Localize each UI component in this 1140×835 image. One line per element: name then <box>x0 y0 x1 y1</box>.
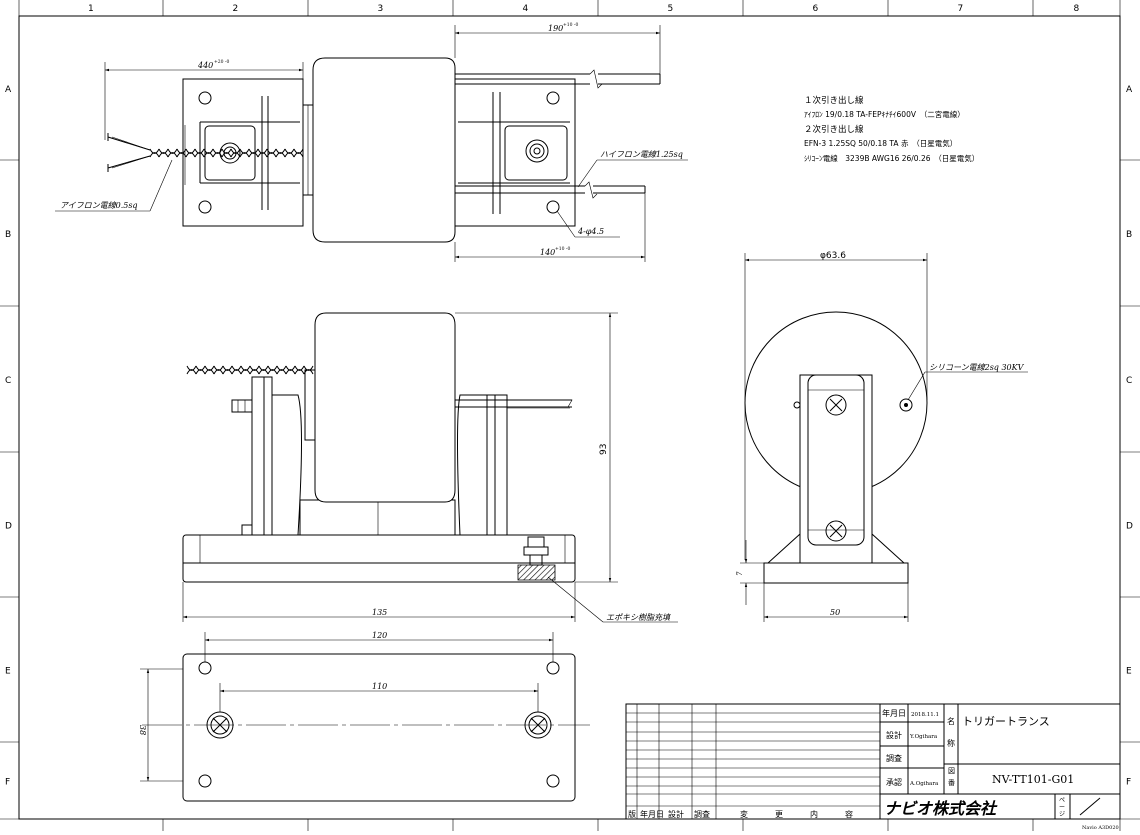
mount-hole <box>198 200 212 214</box>
mount-hole <box>198 661 212 675</box>
coil-body-top <box>312 57 456 243</box>
callout-epoxy: エポキシ樹脂充填 <box>606 613 671 622</box>
note-secondary-heading: ２次引き出し線 <box>804 124 864 135</box>
title-block: 版年月日設計調査変更内容 年月日 2018.11.1 設計 Y.Ogihara … <box>625 703 1121 820</box>
mount-hole <box>198 774 212 788</box>
callout-wire-right: ハイフロン電線1.25sq <box>600 150 683 159</box>
end-base <box>763 562 909 584</box>
dim-lead-right-bottom: 140 <box>540 248 555 257</box>
revision-header: 設計 <box>668 809 684 819</box>
dim-lead-right-top: 190 <box>548 24 563 33</box>
row-label: A <box>1126 85 1133 95</box>
note-primary-heading: １次引き出し線 <box>804 95 864 106</box>
row-label: E <box>1126 667 1132 677</box>
column-label: 5 <box>668 4 674 14</box>
dim-height: 93 <box>599 444 609 455</box>
row-label: E <box>5 667 11 677</box>
bottom-base <box>182 653 576 802</box>
right-terminal-block <box>504 125 568 181</box>
label-drawing-no: 図番 <box>948 767 955 787</box>
row-label: D <box>5 522 12 532</box>
column-label: 8 <box>1074 4 1080 14</box>
dim-lead-right-top-tol: +10 -0 <box>563 22 578 28</box>
end-bracket <box>807 374 865 546</box>
revision-header: 内 <box>810 809 818 819</box>
value-design: Y.Ogihara <box>909 734 938 740</box>
row-label: C <box>5 376 11 386</box>
epoxy-fill <box>517 564 556 581</box>
dim-width: 38 <box>138 725 147 735</box>
note-secondary-spec-1: EFN-3 1.25SQ 50/0.18 TA 赤 （日星電気） <box>804 138 957 148</box>
mount-hole <box>198 91 212 105</box>
drawing-frame <box>18 15 1121 820</box>
mount-hole <box>546 661 560 675</box>
dim-diameter: φ63.6 <box>820 251 846 261</box>
label-design: 設計 <box>886 730 902 740</box>
callout-holes: 4-φ4.5 <box>577 227 604 236</box>
dim-lead-left: 440 <box>197 61 213 70</box>
revision-header: 容 <box>845 809 853 819</box>
bottom-view: 120 110 38 <box>138 631 590 802</box>
revision-header: 調査 <box>694 809 710 819</box>
column-label: 4 <box>523 4 529 14</box>
row-ruler: A A B B C C D D E E F F <box>0 85 1140 820</box>
row-label: D <box>1126 522 1133 532</box>
value-approve: A.Ogihara <box>909 781 939 787</box>
side-base <box>182 534 576 583</box>
column-label: 2 <box>233 4 239 14</box>
revision-table: 版年月日設計調査 変 更 内 容 <box>625 703 881 820</box>
revision-header: 変 <box>740 809 748 819</box>
lead-wire-notes: １次引き出し線 ｱｲﾌﾛﾝ 19/0.18 TA-FEPｷﾅﾁｲ600V （二宮… <box>804 95 979 163</box>
twisted-pair-top <box>149 148 304 158</box>
row-label: A <box>5 85 12 95</box>
column-ruler: 1 2 3 4 5 6 7 8 <box>88 0 1121 831</box>
mount-hole <box>546 200 560 214</box>
note-primary-spec: ｱｲﾌﾛﾝ 19/0.18 TA-FEPｷﾅﾁｲ600V （二宮電線） <box>804 109 965 119</box>
end-view: φ63.6 50 7 シリコーン電線2sq 30KV <box>736 251 1028 622</box>
top-right-plate <box>454 78 576 227</box>
revision-header: 版 <box>628 809 636 819</box>
coil-body-side <box>314 312 456 503</box>
column-label: 6 <box>813 4 819 14</box>
callout-wire-left: アイフロン電線0.5sq <box>60 201 138 210</box>
label-page: ページ <box>1059 797 1065 818</box>
value-name: トリガートランス <box>962 715 1050 728</box>
note-secondary-spec-2: ｼﾘｺｰﾝ電線 3239B AWG16 26/0.26 （日星電気） <box>804 153 979 163</box>
dim-base-length: 135 <box>372 608 387 617</box>
twisted-pair-side <box>186 365 314 375</box>
row-label: F <box>5 778 10 788</box>
label-date: 年月日 <box>882 708 906 718</box>
row-label: F <box>1126 778 1131 788</box>
mount-hole <box>546 774 560 788</box>
company-name: ナビオ株式会社 <box>884 799 998 818</box>
column-label: 1 <box>88 4 94 14</box>
dim-lead-left-tol: +20 -0 <box>214 59 229 65</box>
footer-tag: Navio A3D020 <box>1082 825 1119 831</box>
left-terminal-block <box>204 125 256 181</box>
dim-hole-pitch: 120 <box>372 631 387 640</box>
value-date: 2018.11.1 <box>911 712 939 718</box>
side-view: 93 135 エポキシ樹脂充填 <box>182 312 678 623</box>
row-label: B <box>5 230 11 240</box>
top-view: 440 +20 -0 190 +10 -0 140 +10 -0 アイフロン電線… <box>55 22 688 262</box>
row-label: B <box>1126 230 1132 240</box>
dim-screw-pitch: 110 <box>372 682 387 691</box>
value-drawing-no: NV-TT101-G01 <box>992 773 1074 786</box>
column-label: 3 <box>378 4 384 14</box>
revision-header: 更 <box>775 810 783 819</box>
row-label: C <box>1126 376 1132 386</box>
label-check: 調査 <box>886 753 902 763</box>
dim-base-width: 50 <box>830 608 840 617</box>
dim-lead-right-bottom-tol: +10 -0 <box>555 246 570 252</box>
mount-hole <box>546 91 560 105</box>
label-name: 名称 <box>947 716 955 748</box>
column-label: 7 <box>958 4 964 14</box>
dim-base-height: 7 <box>736 571 744 576</box>
label-approve: 承認 <box>886 777 902 787</box>
callout-silicone: シリコーン電線2sq 30KV <box>929 363 1025 372</box>
revision-header: 年月日 <box>640 809 664 819</box>
